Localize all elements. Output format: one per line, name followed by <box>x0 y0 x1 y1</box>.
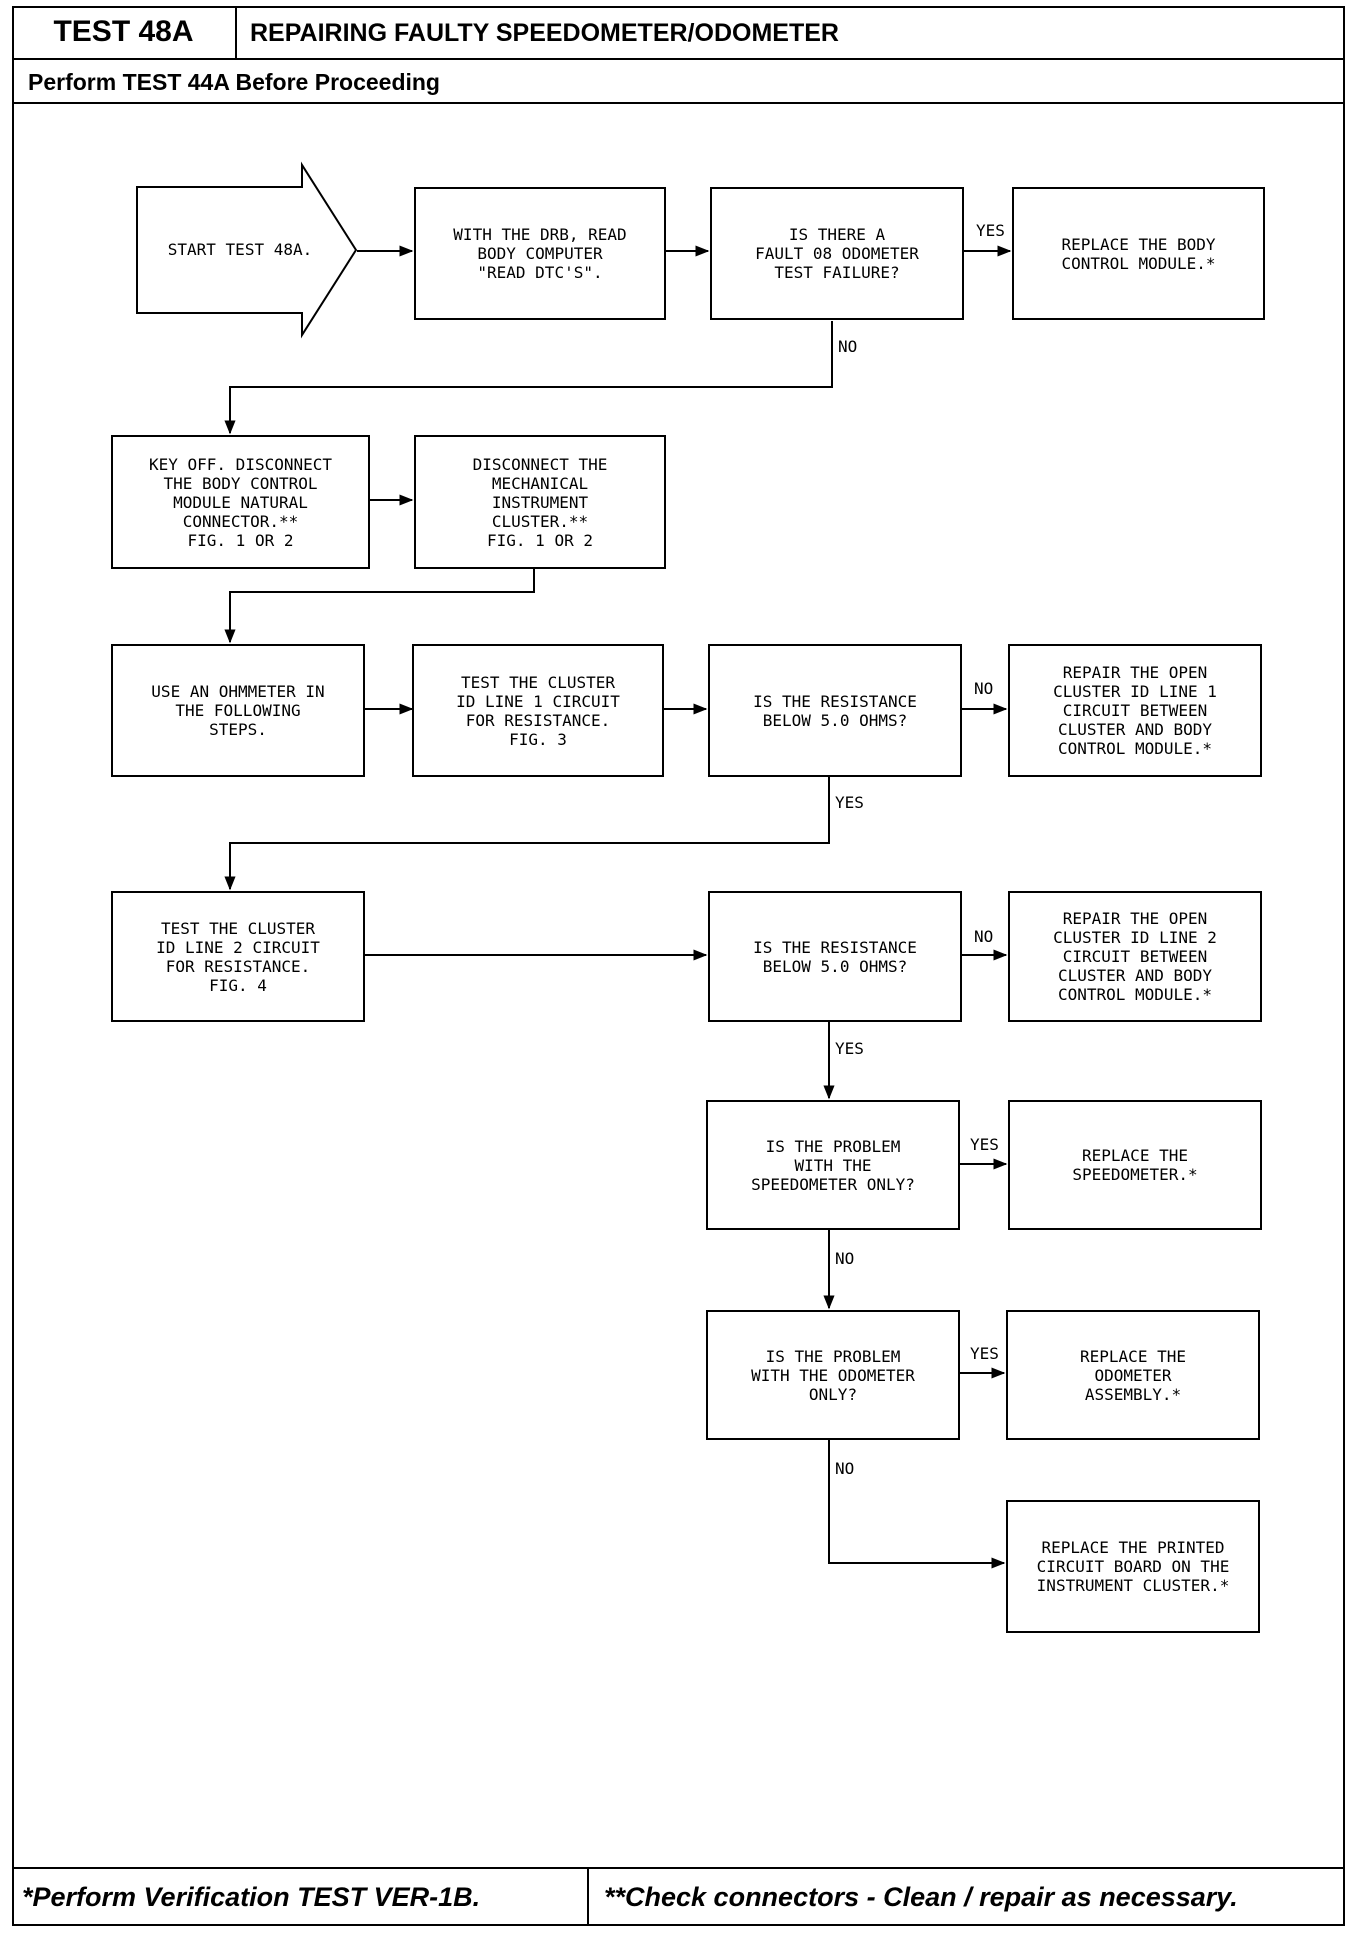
step-line: USE AN OHMMETER IN <box>151 682 325 701</box>
replace-speedometer-action: REPLACE THE SPEEDOMETER.* <box>1008 1100 1262 1230</box>
step-line: CONNECTOR.** <box>182 511 299 531</box>
step-line: INSTRUMENT <box>491 492 589 512</box>
step-line: REPAIR THE OPEN <box>1062 909 1208 928</box>
step-line: INSTRUMENT CLUSTER.* <box>1036 1576 1230 1595</box>
footer-divider <box>12 1867 1345 1869</box>
step-line: MODULE NATURAL <box>173 492 308 512</box>
step-line: CIRCUIT BOARD ON THE <box>1036 1557 1230 1576</box>
step-line: DISCONNECT THE <box>472 454 608 474</box>
step-line: CLUSTER.** <box>491 511 589 531</box>
step-line: CONTROL MODULE.* <box>1057 985 1213 1004</box>
step-line: CIRCUIT BETWEEN <box>1062 701 1208 720</box>
step-line: REPLACE THE <box>1080 1346 1186 1366</box>
resistance1-decision: IS THE RESISTANCE BELOW 5.0 OHMS? <box>708 644 962 777</box>
step-line: ID LINE 2 CIRCUIT <box>156 937 320 957</box>
step-line: ONLY? <box>808 1384 858 1404</box>
step-line: REPLACE THE PRINTED <box>1041 1538 1225 1557</box>
key-off-step: KEY OFF. DISCONNECT THE BODY CONTROL MOD… <box>111 435 370 569</box>
start-label: START TEST 48A. <box>167 240 313 259</box>
use-ohmmeter-step: USE AN OHMMETER IN THE FOLLOWING STEPS. <box>111 644 365 777</box>
step-line: TEST THE CLUSTER <box>160 918 316 938</box>
footnote-verification: *Perform Verification TEST VER-1B. <box>22 1882 481 1912</box>
disconnect-cluster-step: DISCONNECT THE MECHANICAL INSTRUMENT CLU… <box>414 435 666 569</box>
footnote-connectors: **Check connectors - Clean / repair as n… <box>604 1882 1238 1912</box>
step-line: "READ DTC'S". <box>477 263 603 282</box>
step-line: FIG. 4 <box>209 975 267 995</box>
step-line: SPEEDOMETER.* <box>1072 1165 1198 1184</box>
step-line: FIG. 1 OR 2 <box>187 530 294 550</box>
step-line: CONTROL MODULE.* <box>1061 253 1216 273</box>
no-label: NO <box>974 927 994 946</box>
step-line: TEST FAILURE? <box>774 263 900 282</box>
step-line: FOR RESISTANCE. <box>165 956 311 976</box>
yes-label: YES <box>970 1344 999 1363</box>
test-id-line2-step: TEST THE CLUSTER ID LINE 2 CIRCUIT FOR R… <box>111 891 365 1022</box>
replace-odometer-action: REPLACE THE ODOMETER ASSEMBLY.* <box>1006 1310 1260 1440</box>
yes-label: YES <box>976 221 1005 240</box>
no-label: NO <box>838 337 858 356</box>
step-line: MECHANICAL <box>491 473 589 493</box>
footer-column-divider <box>587 1867 589 1926</box>
start-arrow-shape <box>136 161 358 339</box>
no-label: NO <box>974 679 994 698</box>
step-line: CONTROL MODULE.* <box>1057 739 1213 758</box>
no-label: NO <box>835 1249 855 1268</box>
step-line: REPLACE THE BODY <box>1061 234 1216 254</box>
header-divider <box>12 58 1345 60</box>
resistance2-decision: IS THE RESISTANCE BELOW 5.0 OHMS? <box>708 891 962 1022</box>
step-line: BELOW 5.0 OHMS? <box>762 710 908 730</box>
fault08-decision: IS THERE A FAULT 08 ODOMETER TEST FAILUR… <box>710 187 964 320</box>
replace-pcb-action: REPLACE THE PRINTED CIRCUIT BOARD ON THE… <box>1006 1500 1260 1633</box>
step-line: IS THE RESISTANCE <box>753 937 917 957</box>
repair-line2-action: REPAIR THE OPEN CLUSTER ID LINE 2 CIRCUI… <box>1008 891 1262 1022</box>
step-line: IS THE PROBLEM <box>765 1346 901 1366</box>
replace-bcm-action: REPLACE THE BODY CONTROL MODULE.* <box>1012 187 1265 320</box>
step-line: FIG. 3 <box>509 729 567 749</box>
step-line: STEPS. <box>209 720 267 739</box>
step-line: WITH THE ODOMETER <box>751 1365 915 1385</box>
step-line: SPEEDOMETER ONLY? <box>751 1174 915 1194</box>
step-line: WITH THE DRB, READ <box>453 225 627 244</box>
step-line: WITH THE <box>794 1155 872 1175</box>
step-line: IS THE RESISTANCE <box>753 691 917 711</box>
step-line: REPLACE THE <box>1082 1146 1188 1165</box>
step-line: CIRCUIT BETWEEN <box>1062 947 1208 966</box>
step-line: ASSEMBLY.* <box>1084 1384 1182 1404</box>
step-line: REPAIR THE OPEN <box>1062 663 1208 682</box>
odometer-decision: IS THE PROBLEM WITH THE ODOMETER ONLY? <box>706 1310 960 1440</box>
repair-line1-action: REPAIR THE OPEN CLUSTER ID LINE 1 CIRCUI… <box>1008 644 1262 777</box>
step-line: THE FOLLOWING <box>175 701 301 720</box>
step-line: ID LINE 1 CIRCUIT <box>456 691 620 711</box>
step-line: FAULT 08 ODOMETER <box>755 244 919 263</box>
step-line: CLUSTER AND BODY <box>1057 720 1213 739</box>
step-line: FIG. 1 OR 2 <box>487 530 593 550</box>
page-title: REPAIRING FAULTY SPEEDOMETER/ODOMETER <box>250 18 839 47</box>
read-dtc-step: WITH THE DRB, READ BODY COMPUTER "READ D… <box>414 187 666 320</box>
yes-label: YES <box>970 1135 999 1154</box>
step-line: THE BODY CONTROL <box>163 473 318 493</box>
step-line: CLUSTER ID LINE 2 <box>1053 928 1217 947</box>
step-line: CLUSTER AND BODY <box>1057 966 1213 985</box>
step-line: TEST THE CLUSTER <box>460 672 616 692</box>
step-line: KEY OFF. DISCONNECT <box>148 454 333 474</box>
no-label: NO <box>835 1459 855 1478</box>
step-line: IS THE PROBLEM <box>765 1136 901 1156</box>
speedometer-decision: IS THE PROBLEM WITH THE SPEEDOMETER ONLY… <box>706 1100 960 1230</box>
page-frame <box>12 6 1345 1926</box>
subheader-divider <box>12 102 1345 104</box>
step-line: BELOW 5.0 OHMS? <box>762 956 908 976</box>
test-id-line1-step: TEST THE CLUSTER ID LINE 1 CIRCUIT FOR R… <box>412 644 664 777</box>
step-line: IS THERE A <box>788 225 886 244</box>
yes-label: YES <box>835 1039 864 1058</box>
step-line: CLUSTER ID LINE 1 <box>1053 682 1217 701</box>
step-line: BODY COMPUTER <box>477 244 603 263</box>
prerequisite-note: Perform TEST 44A Before Proceeding <box>28 68 440 95</box>
step-line: FOR RESISTANCE. <box>465 710 611 730</box>
yes-label: YES <box>835 793 864 812</box>
step-line: ODOMETER <box>1094 1365 1172 1385</box>
